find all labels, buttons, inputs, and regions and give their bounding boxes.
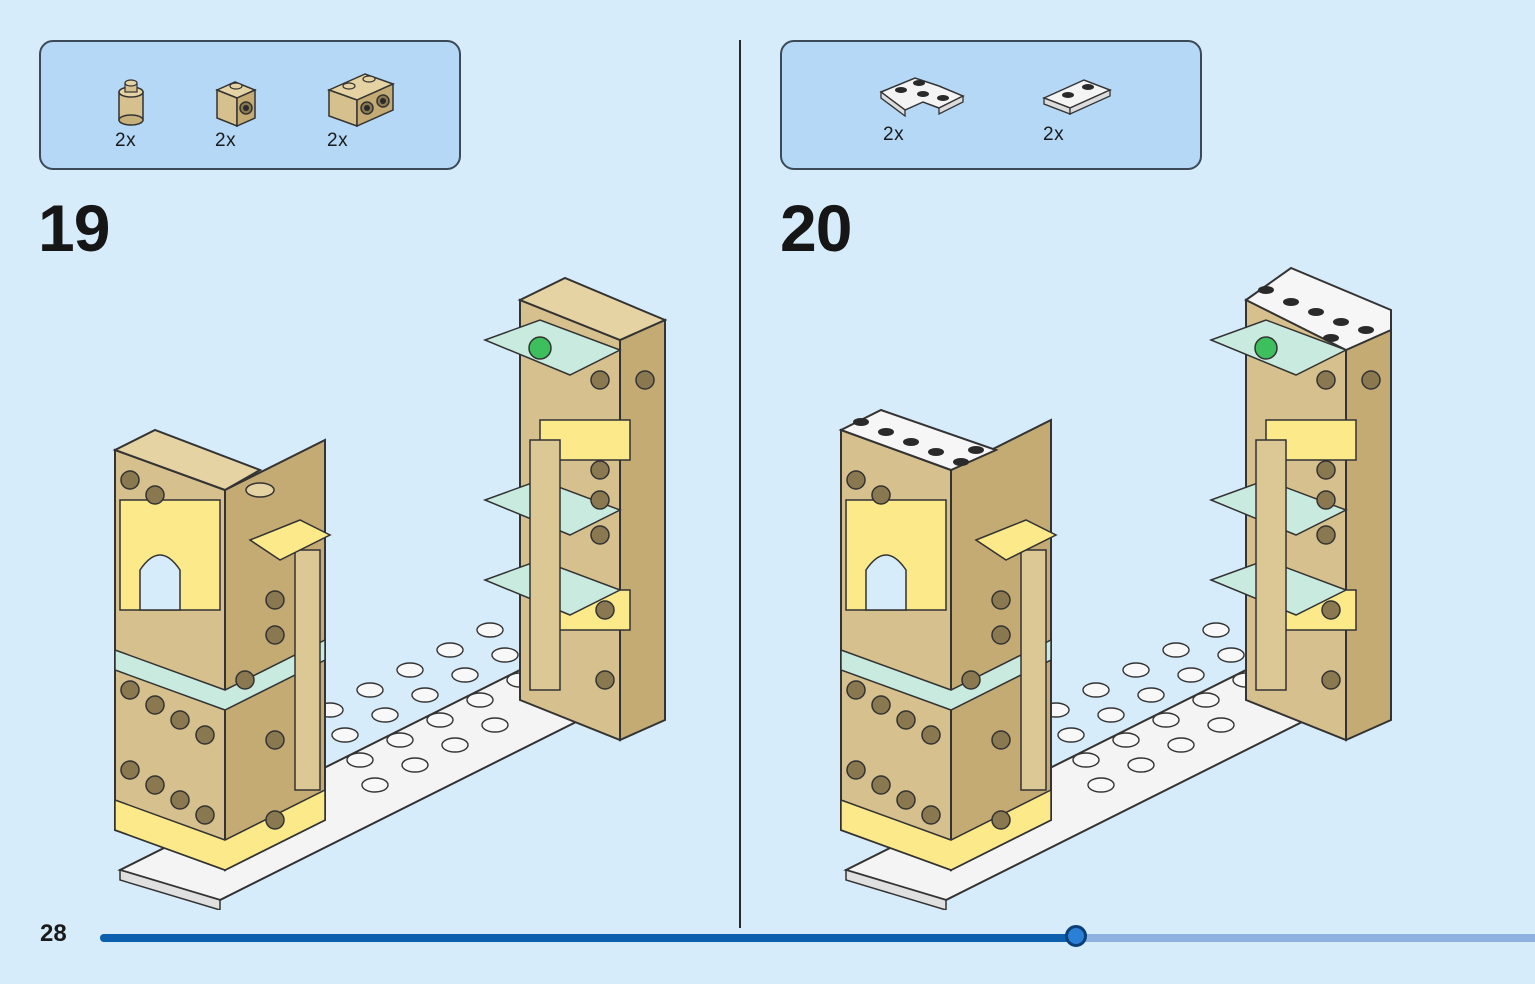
step-number: 19: [38, 191, 110, 265]
page-number: 28: [40, 920, 67, 947]
step-number: 20: [780, 191, 852, 265]
progress-handle[interactable]: [1064, 925, 1087, 947]
part-brick-side-stud: 2x: [191, 72, 281, 151]
part-quantity: 2x: [1043, 124, 1065, 145]
step-divider: [739, 40, 741, 928]
parts-callout: 2x 2x: [39, 40, 461, 170]
step-20-panel: 2x 2x 20: [741, 0, 1535, 984]
brick-1x2-side-studs-tan-icon: [326, 73, 396, 128]
part-quantity: 2x: [215, 130, 237, 151]
part-quantity: 2x: [327, 130, 349, 151]
part-corner-plate: 2x: [877, 68, 967, 145]
part-plate-1x2: 2x: [1037, 72, 1117, 145]
part-quantity: 2x: [883, 124, 905, 145]
model-illustration-step-20: [838, 266, 1392, 910]
plate-1x2-white-icon: [1042, 79, 1112, 116]
step-19-panel: 2x 2x: [0, 0, 740, 984]
part-quantity: 2x: [115, 130, 137, 151]
progress-bar[interactable]: [100, 925, 1535, 947]
part-round-brick: 2x: [86, 72, 176, 151]
corner-plate-white-icon: [879, 77, 965, 118]
round-brick-1x1-tan-icon: [118, 79, 144, 126]
brick-1x1-side-stud-tan-icon: [215, 81, 257, 128]
parts-callout: 2x 2x: [780, 40, 1202, 170]
model-illustration-step-19: [112, 276, 668, 910]
progress-fill: [100, 934, 1076, 942]
part-brick-1x2-side-studs: 2x: [321, 64, 401, 151]
